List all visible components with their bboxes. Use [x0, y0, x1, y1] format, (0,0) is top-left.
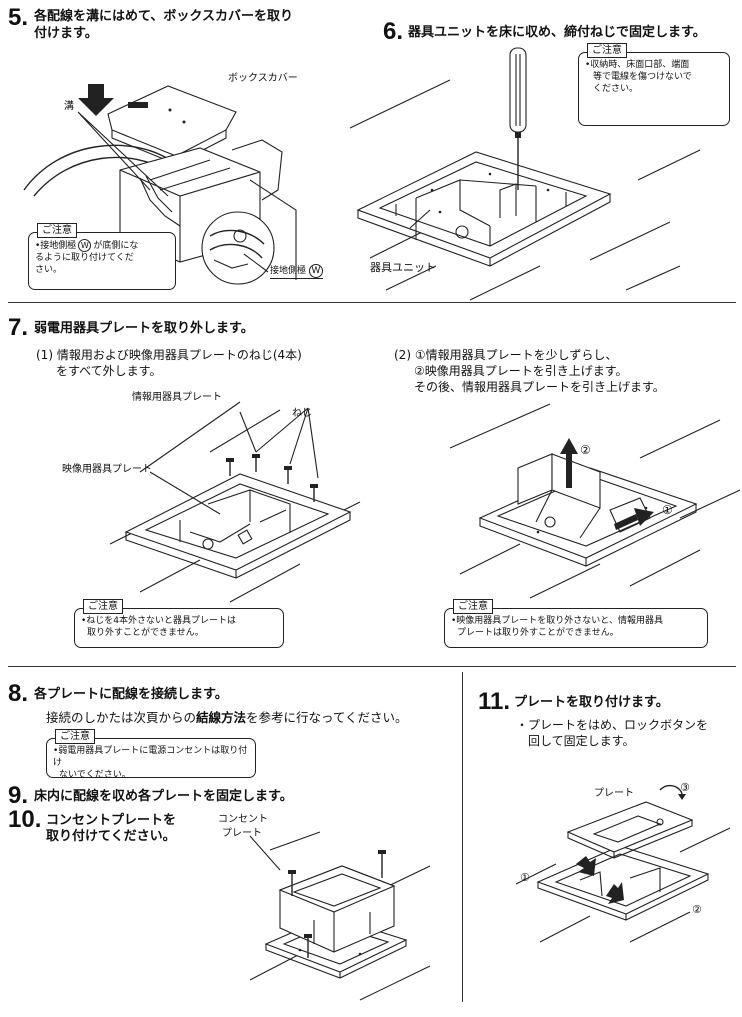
step8-body: 接続のしかたは次頁からの結線方法を参考に行なってください。 [46, 710, 408, 725]
step11-number: 11. [478, 688, 511, 715]
step11-n2: ② [692, 903, 702, 916]
step8-body-post: を参考に行なってください。 [246, 710, 408, 725]
column-divider [462, 672, 463, 1002]
step6-title: 器具ユニットを床に収め、締付ねじで固定します。 [408, 25, 706, 40]
step6-number: 6. [383, 18, 404, 45]
step7-right-illustration [449, 403, 741, 599]
step10-title-line2: 取り付けてください。 [46, 829, 176, 844]
step8-body-pre: 接続のしかたは次頁からの [46, 710, 197, 725]
step6-caution: ご注意 •収納時、床面口部、端面 等で電線を傷つけないで ください。 [578, 43, 730, 126]
step10-number: 10. [8, 806, 42, 833]
step7-sub2-line2: ②映像用器具プレートを引き上げます。 [414, 364, 628, 378]
step7-title: 弱電用器具プレートを取り外します。 [34, 321, 254, 336]
label-outlet-line2: プレート [222, 828, 262, 839]
label-groove: 溝 [64, 101, 74, 112]
caution-line: プレートは取り外すことができません。 [457, 628, 619, 638]
step8-caution: ご注意 •弱電用器具プレートに電源コンセントは取り付け ないでください。 [46, 729, 256, 780]
step8-number: 8. [8, 680, 29, 707]
caution-line: 等で電線を傷つけないで [593, 72, 692, 82]
down-arrow-icon [78, 84, 114, 116]
caution-line: •弱電用器具プレートに電源コンセントは取り付け [53, 746, 248, 768]
label-video-plate: 映像用器具プレート [62, 464, 152, 475]
step10-illustration [249, 831, 431, 1001]
arrow-1-label: ① [662, 503, 673, 517]
label-outlet-line1: コンセント [218, 814, 268, 825]
step6-illustration [349, 47, 701, 301]
step11-illustration [515, 784, 731, 943]
caution-text-pre: •接地側極 [35, 241, 77, 251]
step7-sub1-line1: (1) 情報用および映像用器具プレートのねじ(4本) [36, 348, 302, 362]
caution-tag: ご注意 [55, 729, 95, 744]
step7-caution1: ご注意 •ねじを4本外さないと器具プレートは 取り外すことができません。 [74, 599, 284, 648]
step8-title: 各プレートに配線を接続します。 [34, 687, 228, 702]
arrow-2-label: ② [580, 443, 591, 457]
ground-symbol-icon: W [308, 264, 323, 278]
step5-number: 5. [8, 4, 29, 31]
step7-sub2-line3: その後、情報用器具プレートを引き上げます。 [414, 380, 665, 394]
caution-line: さい。 [35, 265, 63, 275]
divider [8, 302, 736, 303]
caution-tag: ご注意 [83, 599, 123, 614]
caution-line: ないでください。 [59, 770, 131, 780]
caution-line: るように取り付けてくだ [35, 253, 134, 263]
ground-symbol-icon: W [78, 239, 92, 252]
label-plate: プレート [594, 788, 634, 799]
step7-caution2: ご注意 •映像用器具プレートを取り外さないと、情報用器具 プレートは取り外すこと… [444, 599, 708, 648]
label-unit: 器具ユニット [370, 261, 436, 274]
step7-number: 7. [8, 314, 29, 341]
step7-sub2-line1: (2) ①情報用器具プレートを少しずらし、 [394, 348, 618, 362]
step8-body-bold: 結線方法 [196, 710, 247, 725]
caution-line: •映像用器具プレートを取り外さないと、情報用器具 [451, 616, 663, 626]
divider [8, 666, 736, 667]
step9-number: 9. [8, 782, 29, 809]
step11-body-line2: 回して固定します。 [528, 734, 635, 748]
step7-left-illustration [109, 401, 361, 603]
caution-tag: ご注意 [453, 599, 493, 614]
step11-n1: ① [520, 871, 530, 884]
step7-sub1-line2: をすべて外します。 [56, 364, 162, 378]
step10-title-line1: コンセントプレートを [46, 813, 177, 828]
step5-title-line2: 付けます。 [34, 26, 98, 41]
label-box-cover: ボックスカバー [228, 73, 298, 84]
caution-line: •ねじを4本外さないと器具プレートは [81, 616, 237, 626]
caution-line: •収納時、床面口部、端面 [585, 60, 690, 70]
caution-line: 取り外すことができません。 [87, 628, 204, 638]
caution-line: ください。 [593, 84, 639, 94]
caution-tag: ご注意 [587, 43, 627, 58]
step11-title: プレートを取り付けます。 [514, 695, 669, 710]
label-ground-side: 接地側極 W [270, 264, 323, 279]
step11-n3: ③ [680, 781, 690, 794]
step9-title: 床内に配線を収め各プレートを固定します。 [34, 789, 293, 804]
caution-tag: ご注意 [37, 223, 77, 238]
caution-text-post: が底側にな [93, 241, 139, 251]
label-info-plate: 情報用器具プレート [132, 392, 222, 403]
step11-body-line1: ・プレートをはめ、ロックボタンを [516, 718, 709, 732]
label-screw: ねじ [292, 408, 312, 419]
step5-title-line1: 各配線を溝にはめて、ボックスカバーを取り [34, 9, 293, 24]
